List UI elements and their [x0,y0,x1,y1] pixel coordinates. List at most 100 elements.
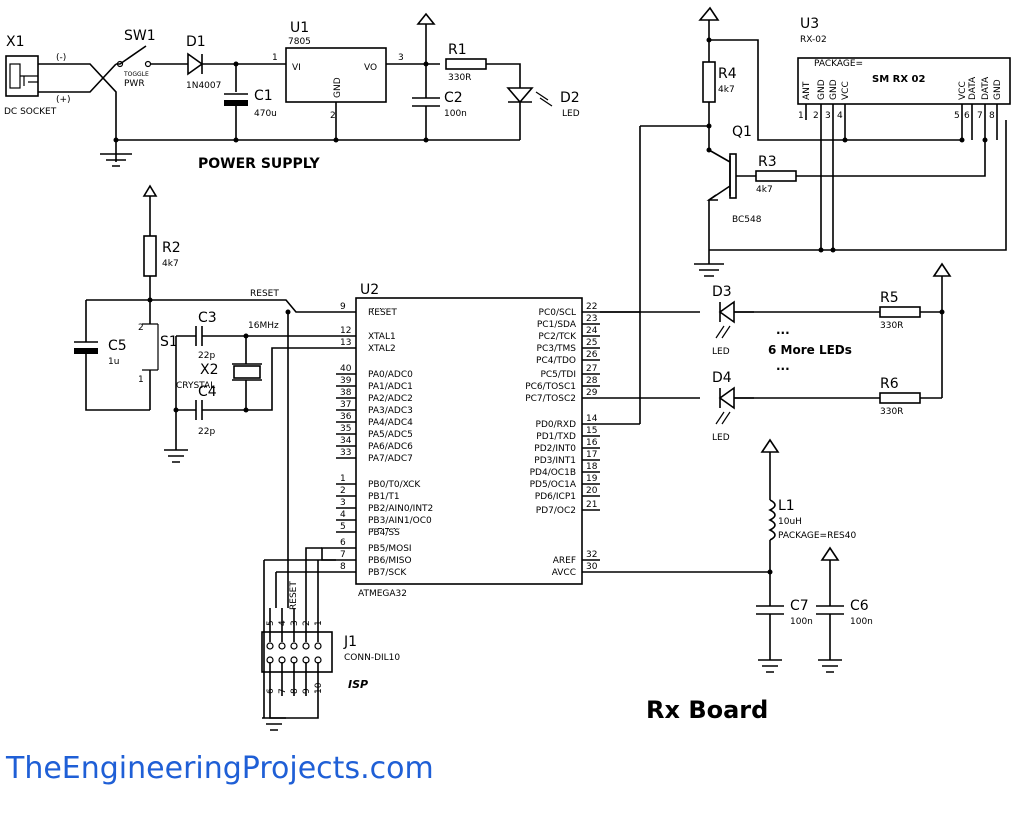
watermark: TheEngineeringProjects.com [5,751,434,786]
u2-value: ATMEGA32 [358,589,407,599]
u3-pin-num: 2 [813,111,819,121]
u2-pin-num: 22 [586,302,597,312]
u2-pin-num: 16 [586,438,598,448]
u2-pin-num: 29 [586,388,598,398]
d1-value: 1N4007 [186,81,221,91]
u2-pin-num: 2 [340,486,346,496]
d2-value: LED [562,109,580,119]
leds-dots-bottom: ... [776,359,790,373]
u2-pin-label: PD1/TXD [536,432,576,442]
u2-pin-num: 13 [340,338,351,348]
u3-pin-label: VCC [841,81,851,100]
u2-pin-num: 7 [340,550,346,560]
u2-pin-label: AVCC [552,568,576,578]
u2-pin-num: 30 [586,562,598,572]
u3-ref: U3 [800,16,819,32]
u2-pin-label: PD4/OC1B [530,468,576,478]
x1-ref: X1 [6,34,25,50]
u1-pin-vi: VI [292,63,301,73]
j1-top-pin-num: 3 [290,620,300,626]
l1-value: 10uH [778,517,802,527]
resistor-r6: R6 330R [860,376,942,417]
u2-pin-label: PA4/ADC4 [368,418,413,428]
u2-pin-num: 23 [586,314,597,324]
c7-value: 100n [790,617,813,627]
u2-pin-num: 38 [340,388,352,398]
u3-pin-label: VCC [958,81,968,100]
u2-pin-num: 4 [340,510,346,520]
u2-pin-label: PC0/SCL [539,308,576,318]
u2-pin-num: 27 [586,364,597,374]
u2-pin-num: 37 [340,400,351,410]
power-arrow-leds [932,262,952,277]
u2-pin-label: PA7/ADC7 [368,454,413,464]
led-d2: D2 LED [506,87,580,140]
r3-value: 4k7 [756,185,773,195]
j1-bottom-pin-num: 10 [314,682,324,694]
u1-pin-vo: VO [364,63,377,73]
c4-ref: C4 [198,384,217,400]
j1-top-pin-num: 2 [302,620,312,626]
u2-pin-label: PC3/TMS [537,344,577,354]
sw1-ref: SW1 [124,28,156,44]
j1-reset-label: RESET [289,581,299,610]
u2-pin-label: PC4/TDO [536,356,576,366]
u2-pin-label: PC1/SDA [537,320,577,330]
x2-freq: 16MHz [248,321,279,331]
crystal-x2: X2 CRYSTAL 16MHz [176,321,279,410]
j1-bottom-pin-num: 7 [278,688,288,694]
rx-module-u3: U3 RX-02 PACKAGE= SM RX 02 ANT1GND2GND3V… [797,16,1011,121]
capacitor-c4: C4 22p [195,384,217,437]
ground-symbol-xtal [164,449,188,463]
u2-pin-num: 19 [586,474,598,484]
u2-pin-label: PB2/AIN0/INT2 [368,504,433,514]
c5-value: 1u [108,357,119,367]
d3-value: LED [712,347,730,357]
power-arrow-u1 [416,12,436,25]
r3-ref: R3 [758,154,777,170]
u2-pin-label: PB5/MOSI [368,544,412,554]
diode-d1: D1 1N4007 [178,34,286,91]
u1-n2: 2 [330,111,336,121]
u3-pin-num: 4 [837,111,843,121]
c6-value: 100n [850,617,873,627]
u2-pin-num: 18 [586,462,598,472]
u2-pin-label: PC6/TOSC1 [525,382,576,392]
led-d4: D4 LED [712,370,860,443]
c5-ref: C5 [108,338,127,354]
r6-value: 330R [880,407,903,417]
power-arrow-r2 [142,184,158,197]
power-arrow-c6 [820,546,840,561]
u2-pin-num: 15 [586,426,597,436]
isp-label: ISP [348,678,368,691]
s1-p1: 1 [138,375,144,385]
u2-pin-label: PA6/ADC6 [368,442,413,452]
u2-pin-label: PC5/TDI [540,370,576,380]
u3-name: SM RX 02 [872,74,925,85]
resistor-r2: R2 4k7 [143,235,181,300]
c3-value: 22p [198,351,215,361]
u3-pin-label: GND [993,79,1003,100]
u2-ref: U2 [360,282,379,298]
u2-pin-label: PB4/SS [368,528,400,538]
j1-top-pin-num: 4 [278,620,288,626]
u2-left-pins: 9RESET12XTAL113XTAL240PA0/ADC039PA1/ADC1… [336,302,433,578]
board-title: Rx Board [646,696,768,724]
u2-pin-num: 40 [340,364,352,374]
inductor-l1: L1 10uH PACKAGE=RES40 [768,452,856,574]
u2-pin-label: PD3/INT1 [534,456,576,466]
u3-pin-num: 6 [964,111,970,121]
r4-value: 4k7 [718,85,735,95]
u3-value: RX-02 [800,35,827,45]
ground-symbol-x1 [100,153,132,167]
u2-pin-num: 9 [340,302,346,312]
capacitor-c1: C1 470u [224,64,277,140]
u2-pin-label: PA3/ADC3 [368,406,413,416]
resistor-r1: R1 330R [445,42,521,88]
u2-pin-num: 24 [586,326,598,336]
c3-ref: C3 [198,310,217,326]
sw1-note: TOGGLE [123,71,149,78]
